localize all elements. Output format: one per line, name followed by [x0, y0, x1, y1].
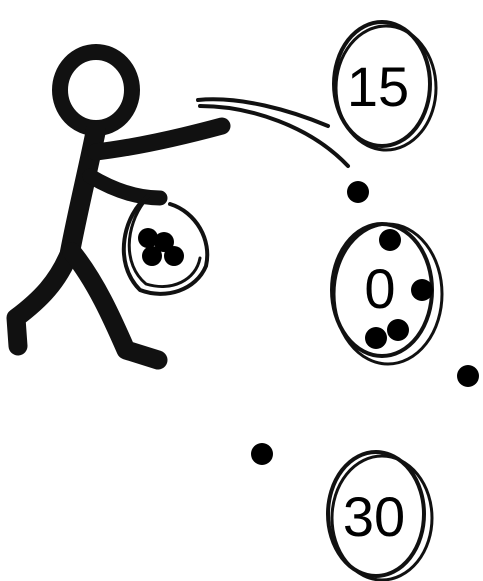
- target-30: 30: [328, 452, 432, 580]
- ball-icon: [411, 279, 433, 301]
- ball-icon: [365, 327, 387, 349]
- target-label: 0: [364, 257, 395, 320]
- target-label: 15: [347, 55, 409, 118]
- ball-icon: [387, 319, 409, 341]
- ball-icon: [379, 229, 401, 251]
- ball-icon: [347, 181, 369, 203]
- bag-of-balls-icon: [124, 196, 207, 294]
- ball-icon: [251, 443, 273, 465]
- stick-figure-throwing-icon: [16, 52, 222, 360]
- target-label: 30: [343, 485, 405, 548]
- ball-icon: [164, 246, 184, 266]
- ball-icon: [457, 365, 479, 387]
- ball-icon: [142, 246, 162, 266]
- loose-balls: [251, 181, 479, 465]
- target-15: 15: [334, 22, 436, 150]
